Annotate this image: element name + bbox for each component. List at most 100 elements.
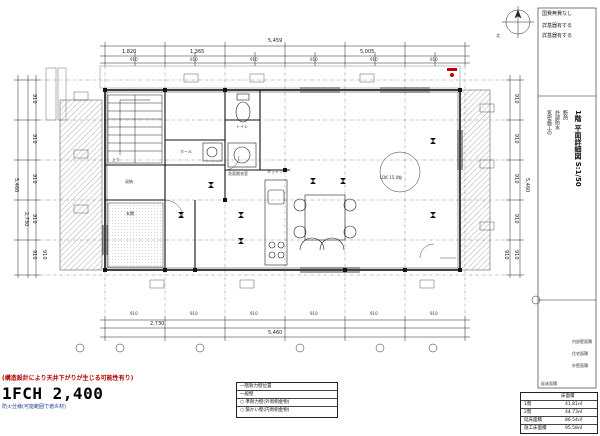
column-markers (103, 88, 462, 272)
grid-right-3: 910 (513, 174, 519, 184)
room-washroom: 洗面脱衣室 (228, 171, 248, 176)
area-row-value: 44.73㎡ (565, 410, 583, 415)
grid-right-1: 910 (513, 94, 519, 104)
table-row: 延床面積 86.54㎡ (521, 417, 597, 425)
side-label-box (45, 67, 57, 121)
room-hall: ホール (180, 149, 192, 154)
red-marker (447, 68, 457, 77)
exterior-hatch-right (459, 89, 491, 271)
grid-bottom-1: 910 (130, 311, 138, 316)
title-note-2: 外部防水 (554, 110, 560, 130)
floor-ceiling-height: 1FCH 2,400 (2, 384, 104, 403)
area-row-value: 95.58㎡ (565, 426, 583, 431)
wash-fixtures (202, 142, 257, 168)
top-label-1: 国費無費なし (542, 11, 573, 17)
legend-row: ○ 筋かい壁(内周側金物) (240, 408, 290, 413)
grid-right-6: 910 (503, 250, 509, 260)
legend-row: ○ 準耐力壁(外周側金物) (237, 399, 337, 407)
grid-left-2: 910 (31, 134, 37, 144)
dim-left-sub: 2,730 (23, 212, 29, 227)
dim-bottom-sub: 5,460 (268, 330, 283, 336)
area-row-label: 施工床面積 (524, 426, 547, 431)
grid-axis-lines (40, 66, 506, 316)
door-swings (164, 155, 456, 259)
title-note-1: 気密施工の (546, 110, 552, 135)
dim-top-sub-left: 1,820 (122, 49, 137, 55)
ldk-light (379, 151, 421, 193)
grid-bottom-6: 910 (430, 311, 438, 316)
dim-top-total: 5,459 (268, 38, 283, 44)
area-row-label: 延床面積 (524, 418, 542, 423)
window-marks (102, 87, 463, 273)
grid-left-3: 910 (31, 174, 37, 184)
drawing-title: 1階 平面詳細図 S:1/50 (574, 110, 582, 187)
area-side-note-1: 内部壁面積 (572, 339, 592, 344)
dim-top-sub-right: 5,005 (360, 49, 375, 55)
area-row-label: 1階 (524, 402, 532, 407)
fireproof-note: 防火仕様(可能範囲で遮炎材) (2, 404, 66, 410)
grid-bottom-5: 910 (370, 311, 378, 316)
grid-bottom-2: 910 (190, 311, 198, 316)
title-note-3: 断熱 (562, 110, 568, 120)
area-header-value: 床面積 (561, 394, 575, 399)
grid-right-5: 910 (513, 250, 519, 260)
dining-set (293, 194, 357, 251)
legend-row: 一般壁 (237, 391, 337, 399)
grid-top-5: 910 (370, 57, 378, 62)
legend-row: 一階耐力壁位置 (237, 383, 337, 391)
grid-bottom-3: 910 (250, 311, 258, 316)
grid-left-4: 910 (31, 214, 37, 224)
area-row-value: 86.54㎡ (565, 418, 583, 423)
top-label-3: 詳基器有する (542, 33, 573, 39)
table-row: 1階 41.81㎡ (521, 401, 597, 409)
grid-top-3: 910 (250, 57, 258, 62)
exterior-walls (104, 89, 461, 271)
area-row-label: 2階 (524, 410, 532, 415)
exterior-hatch-left (59, 99, 103, 271)
room-kitchen: キッチン (267, 169, 283, 174)
area-table: 床面積 1階 41.81㎡ 2階 44.73㎡ 延床面積 86.54㎡ 施工床面… (520, 392, 598, 434)
dim-top-sub-mid: 1,365 (190, 49, 205, 55)
section-marks (75, 295, 541, 353)
grid-bottom-4: 910 (310, 311, 318, 316)
room-entrance: 玄関 (126, 211, 134, 216)
toilet-fixture (235, 93, 251, 123)
wall-legend: 一階耐力壁位置 一般壁 ○ 準耐力壁(外周側金物) ○ 筋かい壁(内周側金物) (236, 382, 338, 418)
grid-top-2: 910 (190, 57, 198, 62)
north-label: 北 (496, 33, 500, 38)
grid-top-6: 910 (430, 57, 438, 62)
grid-right-2: 910 (513, 134, 519, 144)
north-compass (502, 6, 534, 38)
area-side-note-3: 外壁面積 (572, 363, 588, 368)
area-table-header: 床面積 (521, 393, 597, 401)
grid-top-4: 910 (310, 57, 318, 62)
kitchen-counter (264, 179, 288, 266)
room-storage: 収納 (125, 179, 133, 184)
dimension-lines (14, 42, 524, 341)
room-stairs: 上り (112, 157, 120, 162)
interior-walls (105, 90, 290, 270)
dim-bottom-total: 2,730 (150, 321, 165, 327)
stairs (107, 94, 163, 164)
brace-marks (178, 138, 436, 244)
title-block-frame (537, 7, 597, 389)
area-header-total: 延床面積 (541, 381, 557, 386)
entrance-floor (107, 202, 164, 268)
top-label-2: 詳基器有する (542, 23, 573, 29)
table-row: 施工床面積 95.58㎡ (521, 425, 597, 433)
grid-right-4: 910 (513, 214, 519, 224)
area-side-note-2: 住宅面積 (572, 351, 588, 356)
room-toilet: トイレ (236, 124, 248, 129)
area-row-value: 41.81㎡ (565, 402, 583, 407)
grid-left-6: 910 (41, 250, 47, 260)
tag-boxes (73, 73, 495, 289)
room-ldk: LDK 15.0帖 (380, 175, 403, 180)
dim-left-total: 5,460 (13, 178, 19, 193)
ceiling-note: (構造設計により天井下がりが生じる可能性有り) (2, 375, 134, 382)
grid-left-5: 910 (31, 250, 37, 260)
dim-right-total: 5,460 (524, 178, 530, 193)
exterior-hatch-top (99, 65, 461, 89)
table-row: 2階 44.73㎡ (521, 409, 597, 417)
